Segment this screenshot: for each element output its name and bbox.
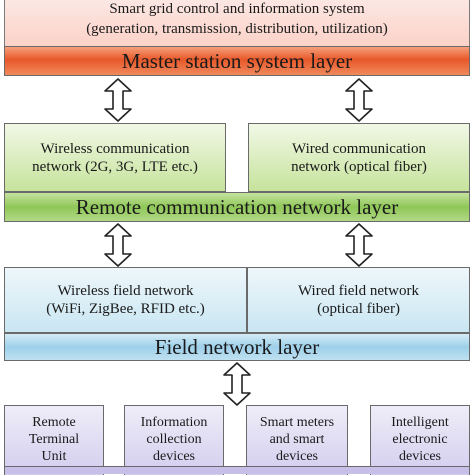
device-label-line: Intelligent [391, 415, 449, 431]
device-box-smart-meters: Smart meters and smart devices [246, 405, 348, 475]
device-label-line: devices [153, 448, 195, 464]
double-arrow-icon [223, 362, 251, 406]
device-label-line: Information [140, 415, 208, 431]
field-network-layer: Field network layer [4, 333, 470, 361]
device-label-line: Unit [41, 448, 67, 464]
wireless-communication-line1: Wireless communication [40, 140, 190, 157]
device-box-intelligent-electronic: Intelligent electronic devices [370, 405, 470, 475]
wired-field-network-box: Wired field network (optical fiber) [247, 267, 470, 333]
device-label-line: and smart [269, 432, 325, 448]
wired-field-line1: Wired field network [297, 283, 420, 299]
device-label-line: Remote [32, 415, 76, 431]
double-arrow-icon [104, 78, 132, 122]
control-system-box: Smart grid control and information syste… [4, 0, 470, 46]
wireless-communication-line2: network (2G, 3G, LTE etc.) [32, 158, 198, 175]
double-arrow-icon [345, 78, 373, 122]
device-label-line: devices [399, 448, 441, 464]
wired-communication-network-box: Wired communication network (optical fib… [248, 123, 470, 192]
wireless-field-line2: (WiFi, ZigBee, RFID etc.) [46, 301, 205, 317]
double-arrow-icon [345, 223, 373, 267]
control-system-subtitle: (generation, transmission, distribution,… [86, 21, 388, 37]
master-station-layer: Master station system layer [4, 46, 470, 76]
device-box-remote-terminal-unit: Remote Terminal Unit [4, 405, 104, 475]
device-label-line: devices [276, 448, 318, 464]
remote-communication-layer-label: Remote communication network layer [75, 194, 399, 219]
wired-communication-line2: network (optical fiber) [291, 158, 427, 175]
device-box-information-collection: Information collection devices [124, 405, 224, 475]
remote-communication-network-layer: Remote communication network layer [4, 192, 470, 222]
wired-communication-line1: Wired communication [292, 140, 426, 157]
double-arrow-icon [104, 223, 132, 267]
field-network-layer-label: Field network layer [154, 334, 320, 359]
wireless-field-network-box: Wireless field network (WiFi, ZigBee, RF… [4, 267, 247, 333]
device-label-line: Terminal [28, 432, 80, 448]
device-layer-strip [4, 466, 470, 474]
master-station-layer-label: Master station system layer [121, 48, 353, 73]
device-label-line: electronic [392, 432, 448, 448]
wired-field-line2: (optical fiber) [317, 301, 400, 317]
control-system-title: Smart grid control and information syste… [109, 1, 365, 17]
device-label-line: Smart meters [259, 415, 335, 431]
wireless-communication-network-box: Wireless communication network (2G, 3G, … [4, 123, 226, 192]
device-label-line: collection [146, 432, 202, 448]
wireless-field-line1: Wireless field network [57, 283, 194, 299]
